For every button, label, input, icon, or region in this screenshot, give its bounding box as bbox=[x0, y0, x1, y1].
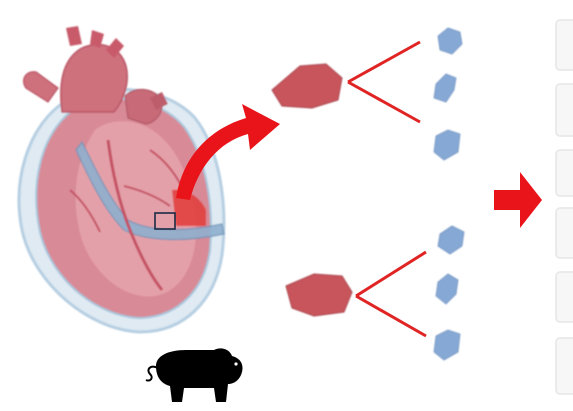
tissue-sample-icon bbox=[272, 64, 342, 108]
fragment-icon bbox=[434, 130, 460, 160]
branch-top bbox=[348, 42, 420, 122]
fragment-icon bbox=[434, 74, 456, 102]
right-panels bbox=[556, 20, 573, 394]
fragment-icon bbox=[438, 226, 464, 254]
tissue-sample-icon bbox=[286, 274, 352, 316]
fragment-icon bbox=[434, 330, 460, 360]
fragment-icon bbox=[438, 28, 462, 54]
branch-bottom bbox=[356, 252, 426, 336]
right-arrow-icon bbox=[494, 172, 542, 228]
pig-icon bbox=[146, 348, 243, 402]
fragment-icon bbox=[436, 274, 458, 304]
